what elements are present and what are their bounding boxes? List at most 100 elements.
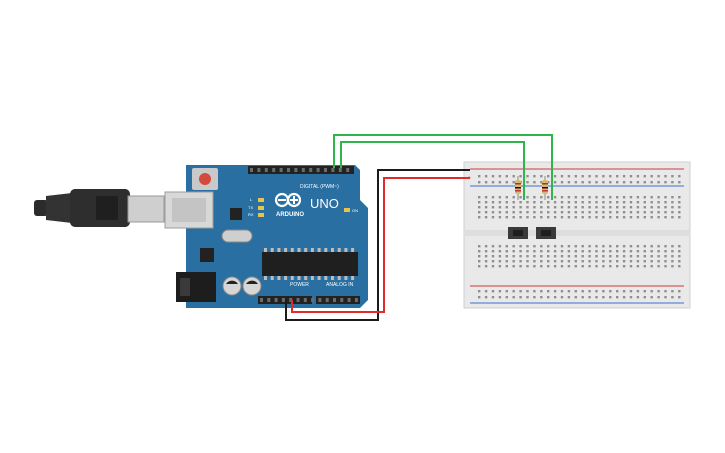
breadboard-hole: [622, 296, 626, 299]
analog-header[interactable]: [316, 296, 360, 304]
header-pin: [346, 168, 350, 172]
breadboard-hole: [484, 245, 488, 248]
breadboard-hole: [533, 216, 536, 219]
breadboard-hole: [657, 245, 660, 248]
breadboard-hole: [574, 196, 577, 199]
breadboard-hole: [540, 175, 543, 178]
header-pin: [309, 168, 313, 172]
breadboard-hole: [519, 206, 522, 209]
arduino-board[interactable]: ARDUINO UNO DIGITAL (PWM~) POWER ANALOG …: [164, 165, 368, 308]
breadboard-hole: [657, 290, 660, 293]
breadboard-hole: [560, 265, 564, 268]
breadboard-hole: [664, 196, 667, 199]
breadboard-hole: [622, 206, 626, 209]
usb-chip: [230, 208, 242, 220]
breadboard-hole: [657, 260, 660, 263]
breadboard-hole: [491, 206, 495, 209]
breadboard-hole: [581, 255, 584, 258]
breadboard-hole: [484, 250, 488, 253]
breadboard-hole: [609, 296, 612, 299]
breadboard-hole: [678, 181, 681, 184]
breadboard-hole: [553, 260, 557, 263]
breadboard-hole: [512, 211, 515, 214]
breadboard-hole: [636, 245, 640, 248]
breadboard-hole: [512, 290, 515, 293]
breadboard-hole: [622, 175, 626, 178]
header-pin: [289, 298, 293, 302]
breadboard-hole: [609, 216, 612, 219]
breadboard-hole: [478, 290, 481, 293]
breadboard-hole: [643, 255, 646, 258]
breadboard-hole: [512, 255, 515, 258]
breadboard-hole: [533, 211, 536, 214]
breadboard-center-channel: [464, 230, 690, 236]
digital-header[interactable]: [248, 166, 354, 174]
tx-label: TX: [248, 205, 253, 210]
breadboard-hole: [519, 296, 522, 299]
chip-pin: [277, 276, 281, 280]
resistor-2[interactable]: [542, 176, 548, 200]
usb-metal-shell: [127, 195, 165, 223]
breadboard-hole: [595, 250, 598, 253]
breadboard-hole: [616, 175, 619, 178]
breadboard-hole: [505, 175, 508, 178]
breadboard-hole: [491, 245, 495, 248]
breadboard-hole: [505, 181, 508, 184]
header-pin: [303, 298, 307, 302]
breadboard-hole: [533, 255, 536, 258]
infinity-logo-icon: [274, 192, 302, 208]
breadboard-hole: [609, 175, 612, 178]
breadboard-hole: [553, 290, 557, 293]
breadboard-hole: [588, 175, 591, 178]
wire-green-pin-to-button-2[interactable]: [333, 134, 553, 200]
breadboard-hole: [678, 216, 681, 219]
breadboard-hole: [643, 206, 646, 209]
breadboard-hole: [657, 265, 660, 268]
chip-pin: [337, 276, 341, 280]
breadboard-hole: [664, 211, 667, 214]
breadboard-hole: [622, 250, 626, 253]
breadboard-hole: [629, 290, 633, 293]
breadboard-hole: [526, 206, 529, 209]
breadboard-hole: [478, 211, 481, 214]
breadboard-hole: [636, 216, 640, 219]
breadboard-hole: [540, 201, 543, 204]
breadboard-hole: [498, 260, 502, 263]
usb-cable[interactable]: [34, 189, 165, 227]
capacitor-2-mark: [246, 280, 258, 284]
breadboard-hole: [581, 260, 584, 263]
breadboard-hole: [498, 201, 502, 204]
breadboard-hole: [547, 296, 550, 299]
breadboard-hole: [636, 206, 640, 209]
breadboard-hole: [622, 181, 626, 184]
breadboard[interactable]: + -: [463, 161, 691, 309]
breadboard-hole: [519, 260, 522, 263]
breadboard-hole: [678, 260, 681, 263]
wires[interactable]: [285, 134, 553, 321]
breadboard-hole: [505, 216, 508, 219]
header-pin: [338, 168, 342, 172]
breadboard-hole: [678, 245, 681, 248]
resistor-1[interactable]: [515, 176, 521, 200]
wire-green-pin-to-button-1[interactable]: [340, 141, 525, 200]
breadboard-hole: [519, 201, 522, 204]
breadboard-hole: [540, 206, 543, 209]
breadboard-hole: [505, 250, 508, 253]
breadboard-hole: [671, 211, 674, 214]
breadboard-hole: [491, 175, 495, 178]
breadboard-hole: [581, 175, 584, 178]
header-pin: [264, 168, 268, 172]
wire-red-5v[interactable]: [291, 177, 470, 313]
wire-black-gnd[interactable]: [285, 169, 470, 321]
breadboard-hole: [664, 216, 667, 219]
breadboard-hole: [602, 265, 605, 268]
reset-button-icon: [199, 173, 211, 185]
breadboard-hole: [498, 245, 502, 248]
breadboard-hole: [616, 201, 619, 204]
breadboard-hole: [547, 255, 550, 258]
chip-pin: [290, 248, 294, 252]
breadboard-hole: [664, 296, 667, 299]
chip-pin: [351, 248, 355, 252]
breadboard-hole: [484, 290, 488, 293]
breadboard-hole: [547, 290, 550, 293]
